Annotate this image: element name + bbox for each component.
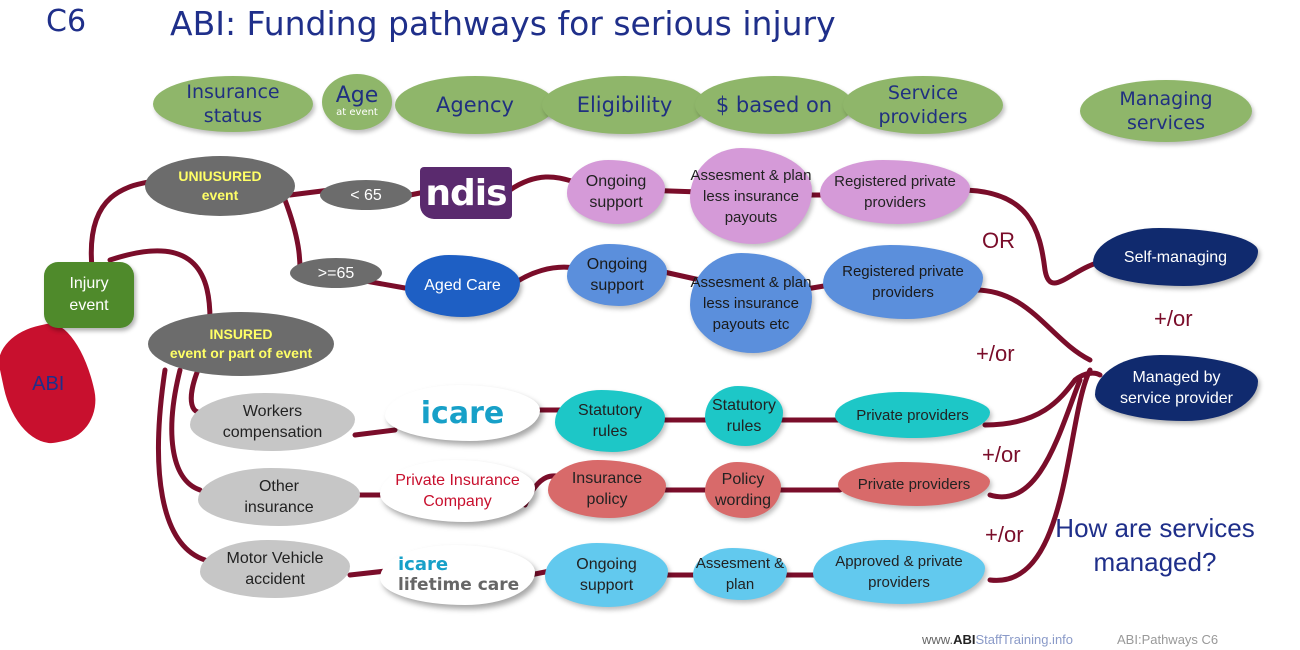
managed-by-provider-label: Managed by service provider [1120,369,1233,407]
motor-providers-label: Approved & private providers [835,553,963,591]
private-insurance-label: Private Insurance Company [395,472,520,510]
other-eligibility-label: Insurance policy [571,470,643,508]
page-title: ABI: Funding pathways for serious injury [170,4,836,43]
ndis-providers: Registered private providers [820,160,970,224]
motor-based-on-label: Assesment & plan [695,555,785,593]
workers-status: Workers compensation [190,393,355,451]
private-insurance-box: Private Insurance Company [380,460,535,522]
or-label: OR [982,228,1015,253]
workers-providers-label: Private providers [856,406,969,424]
aged-providers-label: Registered private providers [842,263,964,301]
self-managing-label: Self-managing [1123,248,1228,266]
workers-eligibility: Statutory rules [555,390,665,452]
motor-providers: Approved & private providers [813,540,985,604]
abi-label: ABI [31,372,65,395]
and-or-label-4: +/or [985,522,1024,547]
other-eligibility: Insurance policy [548,460,666,518]
uninsured-node: UNIUSURED event [145,156,295,216]
insured-node: INSURED event or part of event [148,312,334,376]
header-age-sublabel: at event [336,107,378,118]
ndis-eligibility-label: Ongoing support [585,173,647,211]
header-age: Age at event [322,74,392,130]
insured-label: INSURED [209,326,273,342]
aged-eligibility: Ongoing support [567,244,667,306]
icare-lifetime-logo: icare lifetime care [380,545,535,605]
managed-by-provider-box: Managed by service provider [1095,355,1258,421]
workers-eligibility-label: Statutory rules [577,402,643,440]
other-based-on-label: Policy wording [714,471,772,509]
other-providers-label: Private providers [857,475,971,493]
uninsured-label: UNIUSURED [178,168,262,184]
age-over-65: >=65 [290,258,382,288]
icare-lifetime-top: icare [398,554,449,575]
header-agency-label: Agency [436,93,514,117]
header-service-providers-label: Service providers [878,82,968,128]
header-eligibility-label: Eligibility [576,93,673,117]
workers-based-on-label: Statutory rules [711,397,777,435]
workers-based-on: Statutory rules [705,386,783,446]
icare-logo-text: icare [420,395,505,431]
motor-status: Motor Vehicle accident [200,540,350,598]
and-or-label-1: +/or [1154,306,1193,331]
header-age-label: Age [335,83,379,108]
aged-eligibility-label: Ongoing support [586,256,648,294]
uninsured-sublabel: event [201,187,239,203]
header-insurance-status: Insurance status [153,76,313,132]
age-under-65-label: < 65 [350,186,382,204]
and-or-label-3: +/or [982,442,1021,467]
header-service-providers: Service providers [843,76,1003,134]
aged-providers: Registered private providers [823,245,983,319]
footer-site: www.ABIStaffTraining.info [922,632,1073,647]
insured-sublabel: event or part of event [169,345,313,361]
age-under-65: < 65 [320,180,412,210]
age-over-65-label: >=65 [317,264,355,282]
motor-based-on: Assesment & plan [693,548,787,600]
header-managing-services-label: Managing services [1119,88,1213,134]
header-managing-services: Managing services [1080,80,1252,142]
ndis-based-on: Assesment & plan less insurance payouts [690,148,812,244]
aged-based-on-label: Assesment & plan less insurance payouts … [690,273,812,333]
header-agency: Agency [395,76,555,134]
header-based-on-label: $ based on [715,93,833,117]
injury-event-box: Injury event [44,262,134,328]
motor-eligibility: Ongoing support [545,543,668,607]
aged-care-box: Aged Care [405,255,520,317]
ndis-logo: ndis [420,167,512,219]
other-status: Other insurance [198,468,360,526]
header-based-on: $ based on [695,76,853,134]
footer-site-prefix: www. [922,632,954,647]
header-insurance-status-label: Insurance status [186,81,280,127]
motor-status-label: Motor Vehicle accident [226,550,324,588]
workers-providers: Private providers [835,392,990,438]
motor-eligibility-label: Ongoing support [576,556,637,594]
question-text: How are services managed? [1030,510,1280,580]
aged-care-label: Aged Care [424,277,501,294]
ndis-based-on-label: Assesment & plan less insurance payouts [690,166,812,226]
workers-status-label: Workers compensation [222,403,323,441]
aged-based-on: Assesment & plan less insurance payouts … [690,253,812,353]
icare-logo: icare [385,385,540,441]
ndis-eligibility: Ongoing support [567,160,665,224]
question-label: How are services managed? [1055,513,1255,577]
injury-event-label: Injury event [69,275,109,314]
footer-site-brand: ABI [953,632,976,647]
other-providers: Private providers [838,462,990,506]
header-eligibility: Eligibility [542,76,707,134]
and-or-label-2: +/or [976,341,1015,366]
footer-ref: ABI:Pathways C6 [1117,632,1219,647]
ndis-logo-text: ndis [425,172,507,214]
slide-id: C6 [46,4,87,39]
self-managing-box: Self-managing [1093,228,1258,286]
icare-lifetime-bottom: lifetime care [398,575,520,595]
other-based-on: Policy wording [705,462,781,518]
other-status-label: Other insurance [244,478,314,516]
footer-site-suffix: StaffTraining.info [975,632,1074,647]
ndis-providers-label: Registered private providers [834,173,956,211]
